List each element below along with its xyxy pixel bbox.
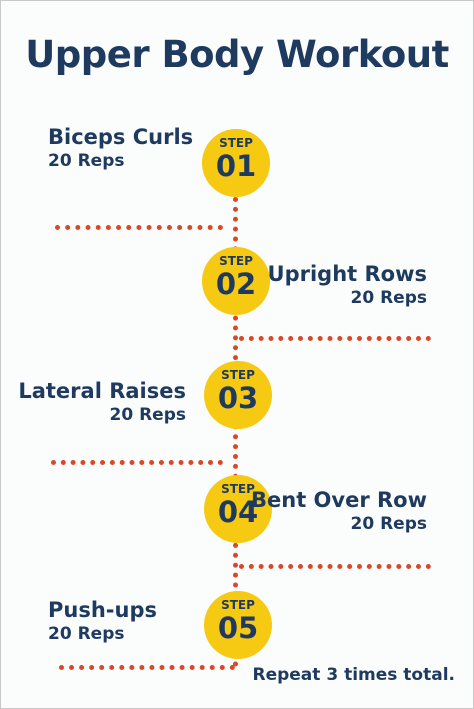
exercise-reps: 20 Reps xyxy=(48,624,125,644)
exercise-name: Lateral Raises xyxy=(18,379,186,403)
exercise-name: Biceps Curls xyxy=(48,125,194,149)
step-number: 01 xyxy=(215,149,257,183)
step-badge-01: STEP 01 xyxy=(202,129,270,197)
step-label: STEP xyxy=(219,254,253,268)
page-title: Upper Body Workout xyxy=(25,33,449,76)
dotted-connector-1 xyxy=(55,225,223,230)
timeline-vertical-dotted-line xyxy=(233,197,238,667)
exercise-4: Bent Over Row 20 Reps xyxy=(251,488,427,535)
step-label: STEP xyxy=(221,368,255,382)
dotted-connector-3 xyxy=(51,460,223,465)
exercise-name: Upright Rows xyxy=(267,262,427,286)
exercise-2: Upright Rows 20 Reps xyxy=(268,262,427,309)
step-number: 02 xyxy=(215,267,257,301)
exercise-reps: 20 Reps xyxy=(109,405,186,425)
exercise-reps: 20 Reps xyxy=(350,288,427,308)
exercise-3: Lateral Raises 20 Reps xyxy=(18,379,186,426)
step-label: STEP xyxy=(221,482,255,496)
step-number: 05 xyxy=(217,611,259,645)
exercise-reps: 20 Reps xyxy=(48,151,125,171)
step-badge-03: STEP 03 xyxy=(204,361,272,429)
exercise-1: Biceps Curls 20 Reps xyxy=(48,125,193,172)
dotted-connector-5 xyxy=(59,665,235,670)
step-badge-02: STEP 02 xyxy=(202,247,270,315)
repeat-note: Repeat 3 times total. xyxy=(252,665,455,685)
step-number: 04 xyxy=(217,495,259,529)
step-badge-05: STEP 05 xyxy=(204,591,272,659)
exercise-5: Push-ups 20 Reps xyxy=(48,598,157,645)
step-badge-04: STEP 04 xyxy=(204,475,272,543)
exercise-name: Bent Over Row xyxy=(251,488,427,512)
step-label: STEP xyxy=(219,136,253,150)
dotted-connector-2 xyxy=(239,336,431,341)
step-number: 03 xyxy=(217,381,259,415)
exercise-reps: 20 Reps xyxy=(350,514,427,534)
step-label: STEP xyxy=(221,598,255,612)
dotted-connector-4 xyxy=(239,564,431,569)
exercise-name: Push-ups xyxy=(48,598,157,622)
